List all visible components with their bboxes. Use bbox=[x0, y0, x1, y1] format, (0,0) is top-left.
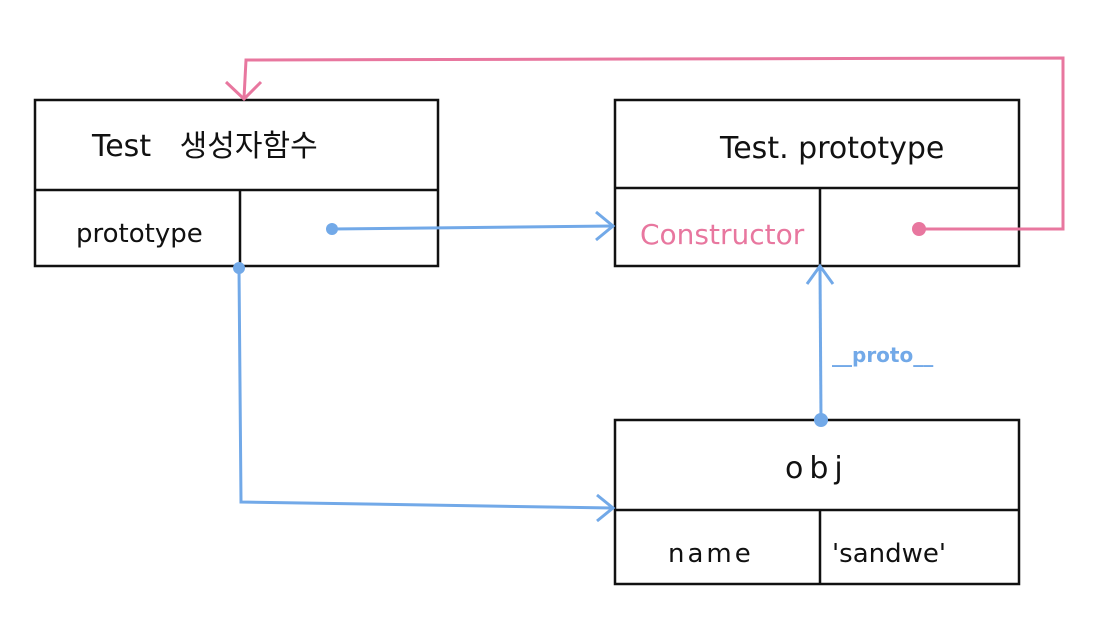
test-prototype-title: Test. prototype bbox=[719, 131, 944, 166]
proto-link-arrow: __proto__ bbox=[805, 263, 933, 427]
obj-title: obj bbox=[785, 451, 849, 486]
obj-name-value: 'sandwe' bbox=[832, 539, 946, 569]
proto-link-label: __proto__ bbox=[832, 343, 933, 367]
constructor-reference-arrow bbox=[224, 56, 1065, 236]
test-prototype-box: Test. prototype Constructor bbox=[613, 98, 1021, 268]
test-function-prototype-label: prototype bbox=[76, 219, 203, 249]
test-function-title: Test 생성자함수 bbox=[91, 129, 318, 164]
constructor-label: Constructor bbox=[640, 218, 805, 251]
proto-link-arrowhead bbox=[805, 263, 835, 285]
test-function-box: Test 생성자함수 prototype bbox=[33, 98, 440, 268]
instance-creation-arrowhead bbox=[596, 493, 616, 523]
instance-creation-arrow bbox=[233, 262, 616, 523]
obj-box: obj name 'sandwe' bbox=[613, 418, 1021, 586]
prototype-reference-arrowhead bbox=[595, 210, 616, 242]
obj-name-key: name bbox=[668, 539, 754, 569]
prototype-reference-arrow bbox=[326, 210, 616, 242]
constructor-reference-arrowhead bbox=[224, 80, 263, 102]
test-prototype-frame bbox=[613, 98, 1021, 268]
